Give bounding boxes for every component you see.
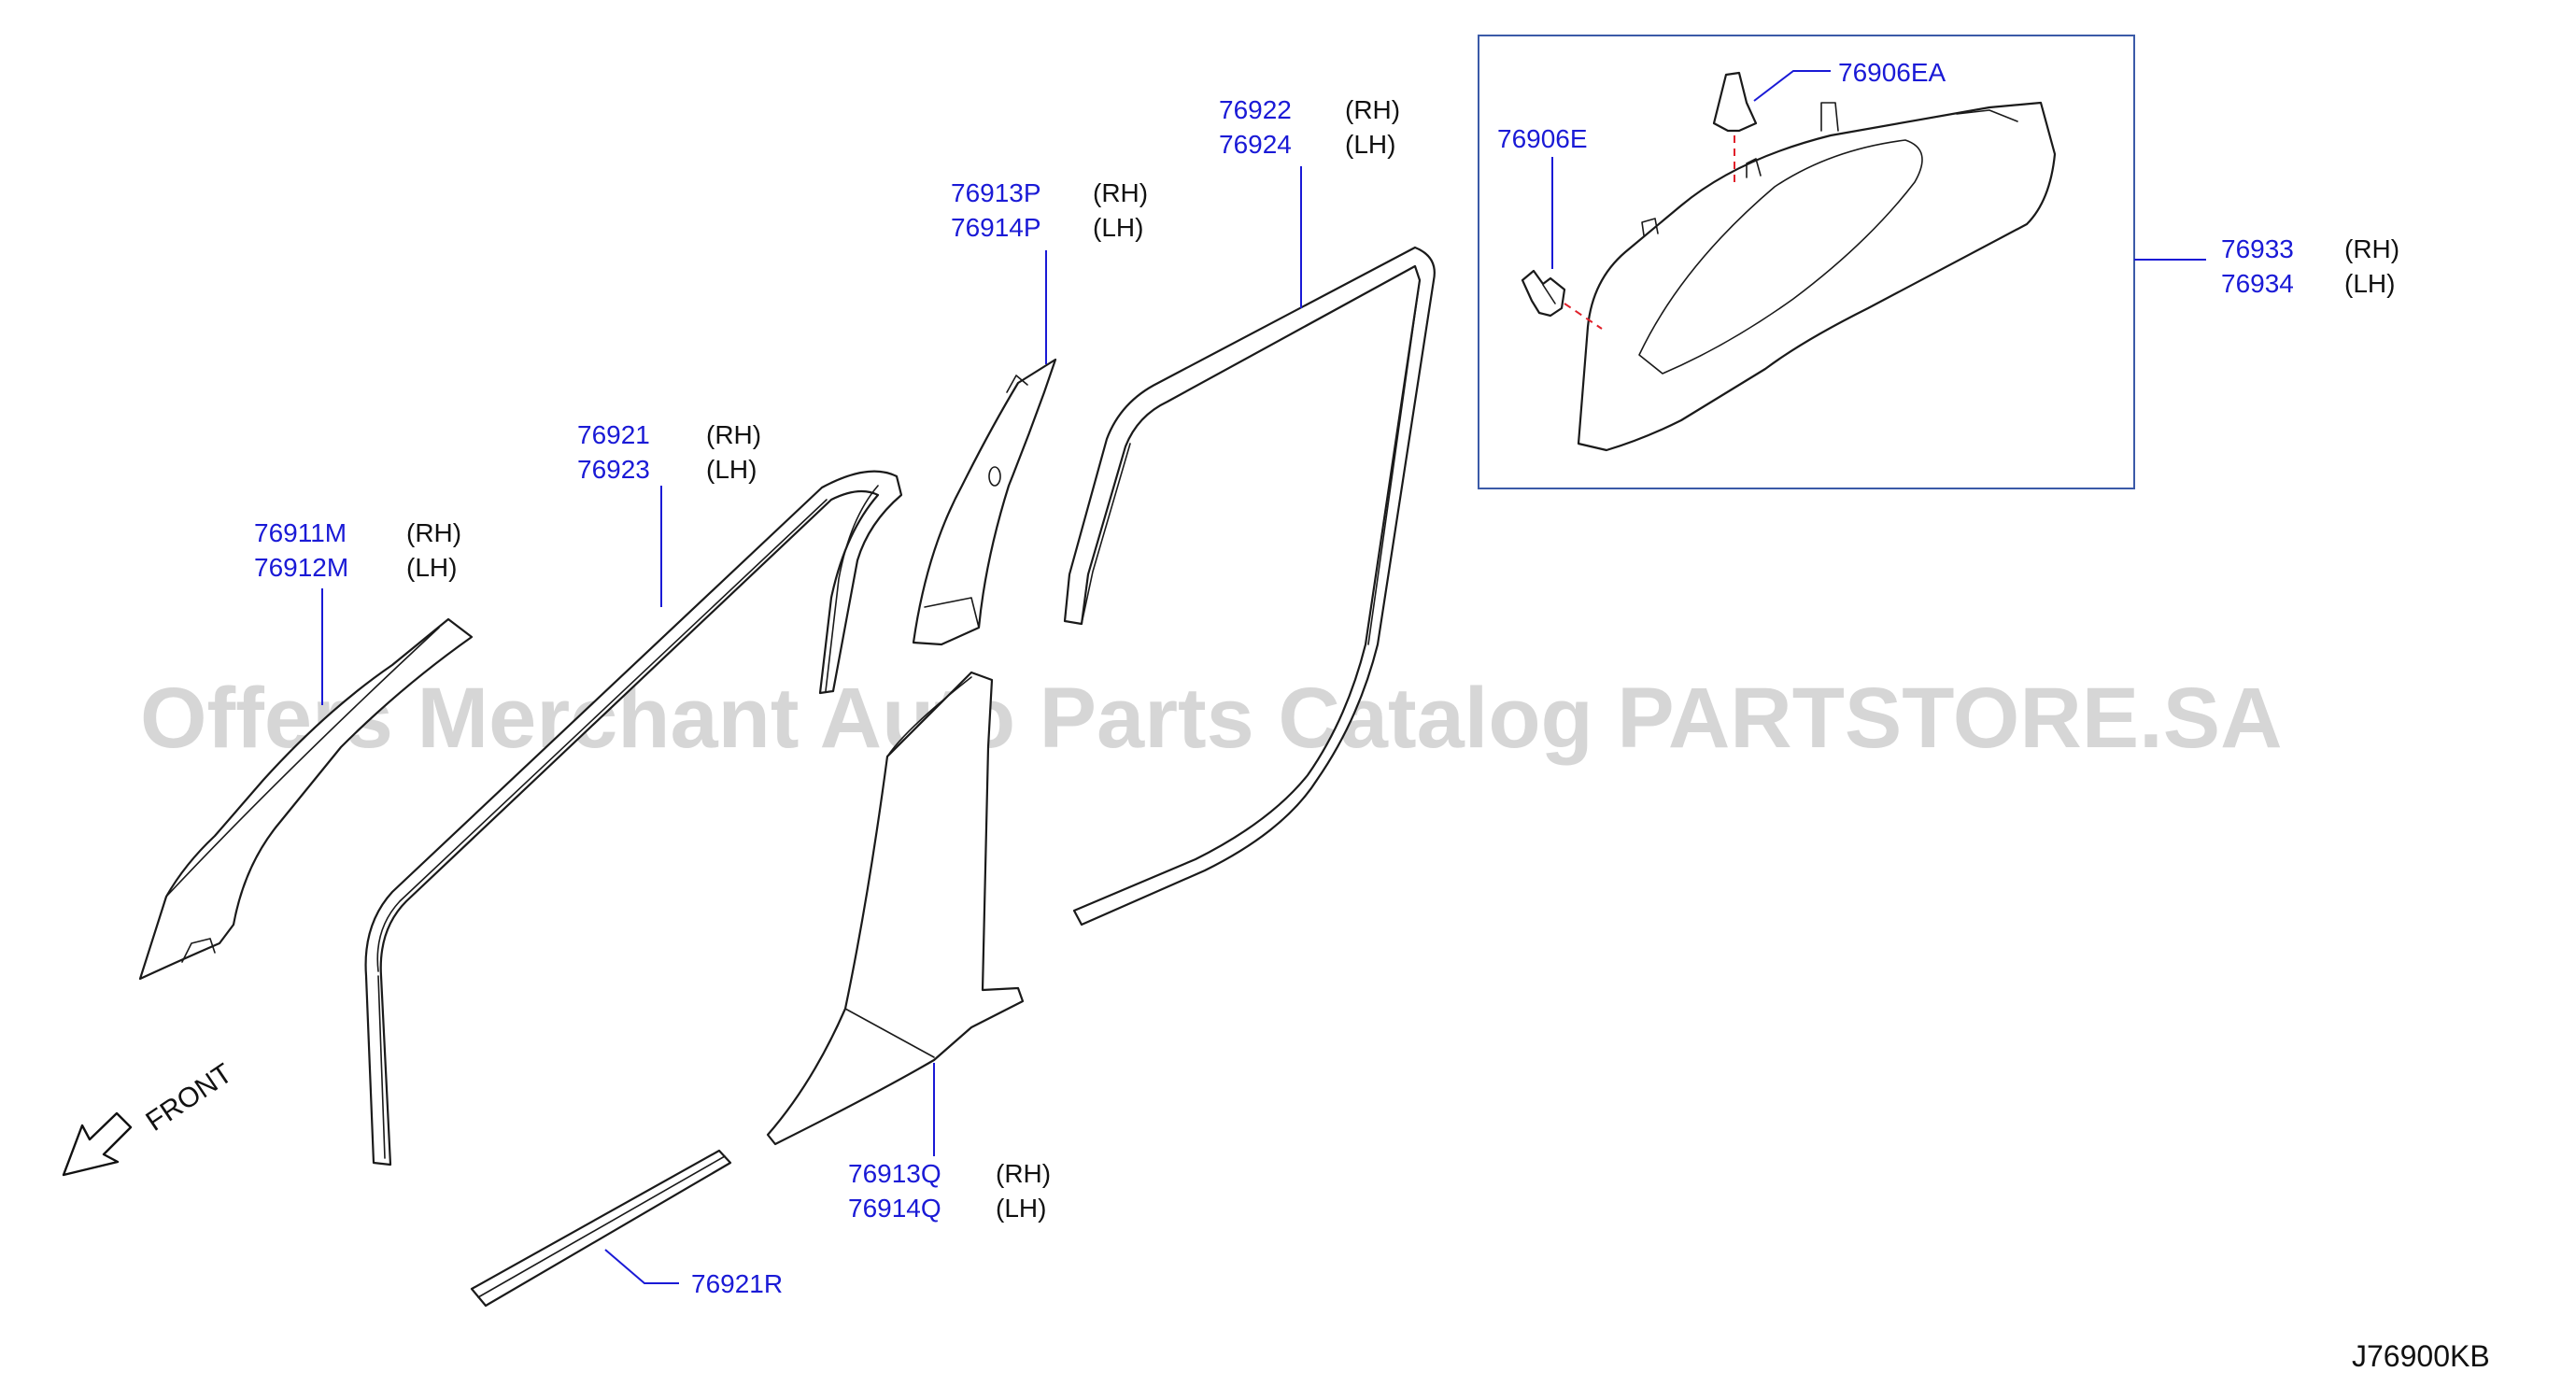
side-label: (LH) [706, 455, 757, 484]
part-clip-76906e[interactable] [1521, 269, 1566, 318]
callout-76913p: 76913P (RH) 76914P (LH) [951, 178, 1148, 242]
part-number[interactable]: 76912M [254, 553, 348, 582]
side-label: (RH) [706, 420, 761, 449]
part-rear-door-weatherstrip[interactable] [1063, 246, 1436, 926]
side-label: (RH) [1093, 178, 1148, 207]
side-label: (RH) [406, 518, 461, 547]
watermark-text: Offers Merchant Auto Parts Catalog PARTS… [140, 671, 2283, 766]
part-rear-pillar-finisher[interactable] [1577, 101, 2057, 452]
diagram-code: J76900KB [2352, 1339, 2490, 1373]
part-number[interactable]: 76922 [1219, 95, 1292, 124]
part-number[interactable]: 76921 [577, 420, 650, 449]
leader-line-c9 [604, 1249, 679, 1284]
part-front-pillar-garnish[interactable] [138, 617, 474, 981]
part-clip-76906ea[interactable] [1712, 71, 1758, 133]
side-label: (LH) [406, 553, 457, 582]
part-center-pillar-lower-garnish[interactable] [766, 671, 1025, 1146]
side-label: (LH) [1345, 130, 1395, 159]
callout-76922: 76922 (RH) 76924 (LH) [1219, 95, 1400, 159]
part-front-door-weatherstrip[interactable] [364, 470, 903, 1167]
callout-76911m: 76911M (RH) 76912M (LH) [254, 518, 461, 582]
front-label: FRONT [140, 1058, 237, 1138]
side-label: (RH) [1345, 95, 1400, 124]
part-number[interactable]: 76934 [2221, 269, 2294, 298]
callout-76906ea: 76906EA [1838, 58, 1946, 87]
side-label: (LH) [996, 1194, 1046, 1223]
callout-76906e: 76906E [1497, 124, 1588, 153]
callout-76921: 76921 (RH) 76923 (LH) [577, 420, 761, 484]
part-number[interactable]: 76913Q [848, 1159, 941, 1188]
part-center-pillar-upper-garnish[interactable] [912, 358, 1057, 646]
side-label: (RH) [996, 1159, 1051, 1188]
front-direction-indicator: FRONT [62, 1058, 238, 1177]
part-lower-weatherstrip-strip[interactable] [470, 1149, 732, 1308]
part-number[interactable]: 76914P [951, 213, 1041, 242]
side-label: (LH) [2344, 269, 2395, 298]
callout-76921r: 76921R [691, 1269, 783, 1298]
part-number[interactable]: 76906E [1497, 124, 1588, 153]
front-arrow-icon [62, 1111, 133, 1177]
part-number[interactable]: 76933 [2221, 234, 2294, 263]
side-label: (LH) [1093, 213, 1143, 242]
part-number[interactable]: 76911M [254, 518, 347, 547]
side-label: (RH) [2344, 234, 2399, 263]
part-number[interactable]: 76913P [951, 178, 1041, 207]
part-number[interactable]: 76921R [691, 1269, 783, 1298]
leader-line-c6 [1753, 70, 1831, 102]
callout-76933: 76933 (RH) 76934 (LH) [2221, 234, 2399, 298]
part-number[interactable]: 76906EA [1838, 58, 1946, 87]
callout-76913q: 76913Q (RH) 76914Q (LH) [848, 1159, 1051, 1223]
part-number[interactable]: 76914Q [848, 1194, 941, 1223]
part-number[interactable]: 76923 [577, 455, 650, 484]
inset-frame [1478, 35, 2135, 489]
part-number[interactable]: 76924 [1219, 130, 1292, 159]
